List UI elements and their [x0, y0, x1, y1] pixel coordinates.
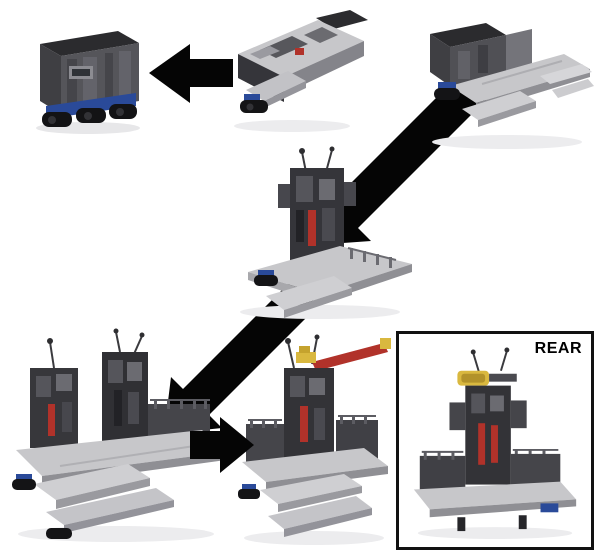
toy-deck-unfolding-image — [234, 10, 368, 132]
stage-photo-wide-base — [4, 328, 236, 550]
arrow-right-icon — [190, 417, 254, 473]
arrow-left-icon — [149, 44, 233, 103]
red-stripe — [491, 425, 498, 463]
blue-tread-band — [244, 94, 260, 102]
arrow-diagonal-down-left-1-icon — [315, 57, 503, 245]
blue-tread-band — [242, 484, 256, 491]
red-stripe — [48, 404, 55, 436]
rear-view-inset: REAR — [396, 331, 594, 550]
stage-photo-tower-raised — [220, 146, 420, 326]
blue-tread-band — [16, 474, 32, 481]
toy-carrier-mode-image — [36, 31, 140, 134]
red-stripe — [478, 423, 486, 465]
red-stripe — [308, 210, 316, 246]
railing-fence — [150, 399, 210, 409]
red-detail — [295, 48, 304, 55]
stage-photo-deck-unfolding — [220, 8, 370, 142]
antenna-icons — [470, 347, 510, 374]
stage-photo-base-with-crane — [232, 326, 402, 554]
blue-tread-band — [46, 93, 136, 119]
railing-fence — [248, 415, 376, 428]
toy-wide-base-image — [12, 328, 226, 542]
yellow-canopy — [457, 370, 490, 386]
toy-base-with-crane-image — [238, 334, 391, 545]
stage-photo-packed-carrier — [26, 22, 148, 136]
blue-tread-band — [438, 82, 456, 90]
toy-tower-raised-image — [240, 146, 412, 319]
antenna-icons — [47, 328, 145, 369]
toy-rear-view-image — [413, 347, 577, 539]
red-stripe — [300, 406, 308, 442]
crane-arm — [296, 338, 391, 371]
stage-photo-platforms-extended — [412, 14, 594, 160]
toy-platforms-extended-image — [430, 23, 594, 149]
blue-tread-band — [540, 503, 559, 513]
railing-fence — [421, 448, 559, 460]
blue-tread-band — [258, 270, 274, 277]
rear-label: REAR — [534, 340, 582, 357]
